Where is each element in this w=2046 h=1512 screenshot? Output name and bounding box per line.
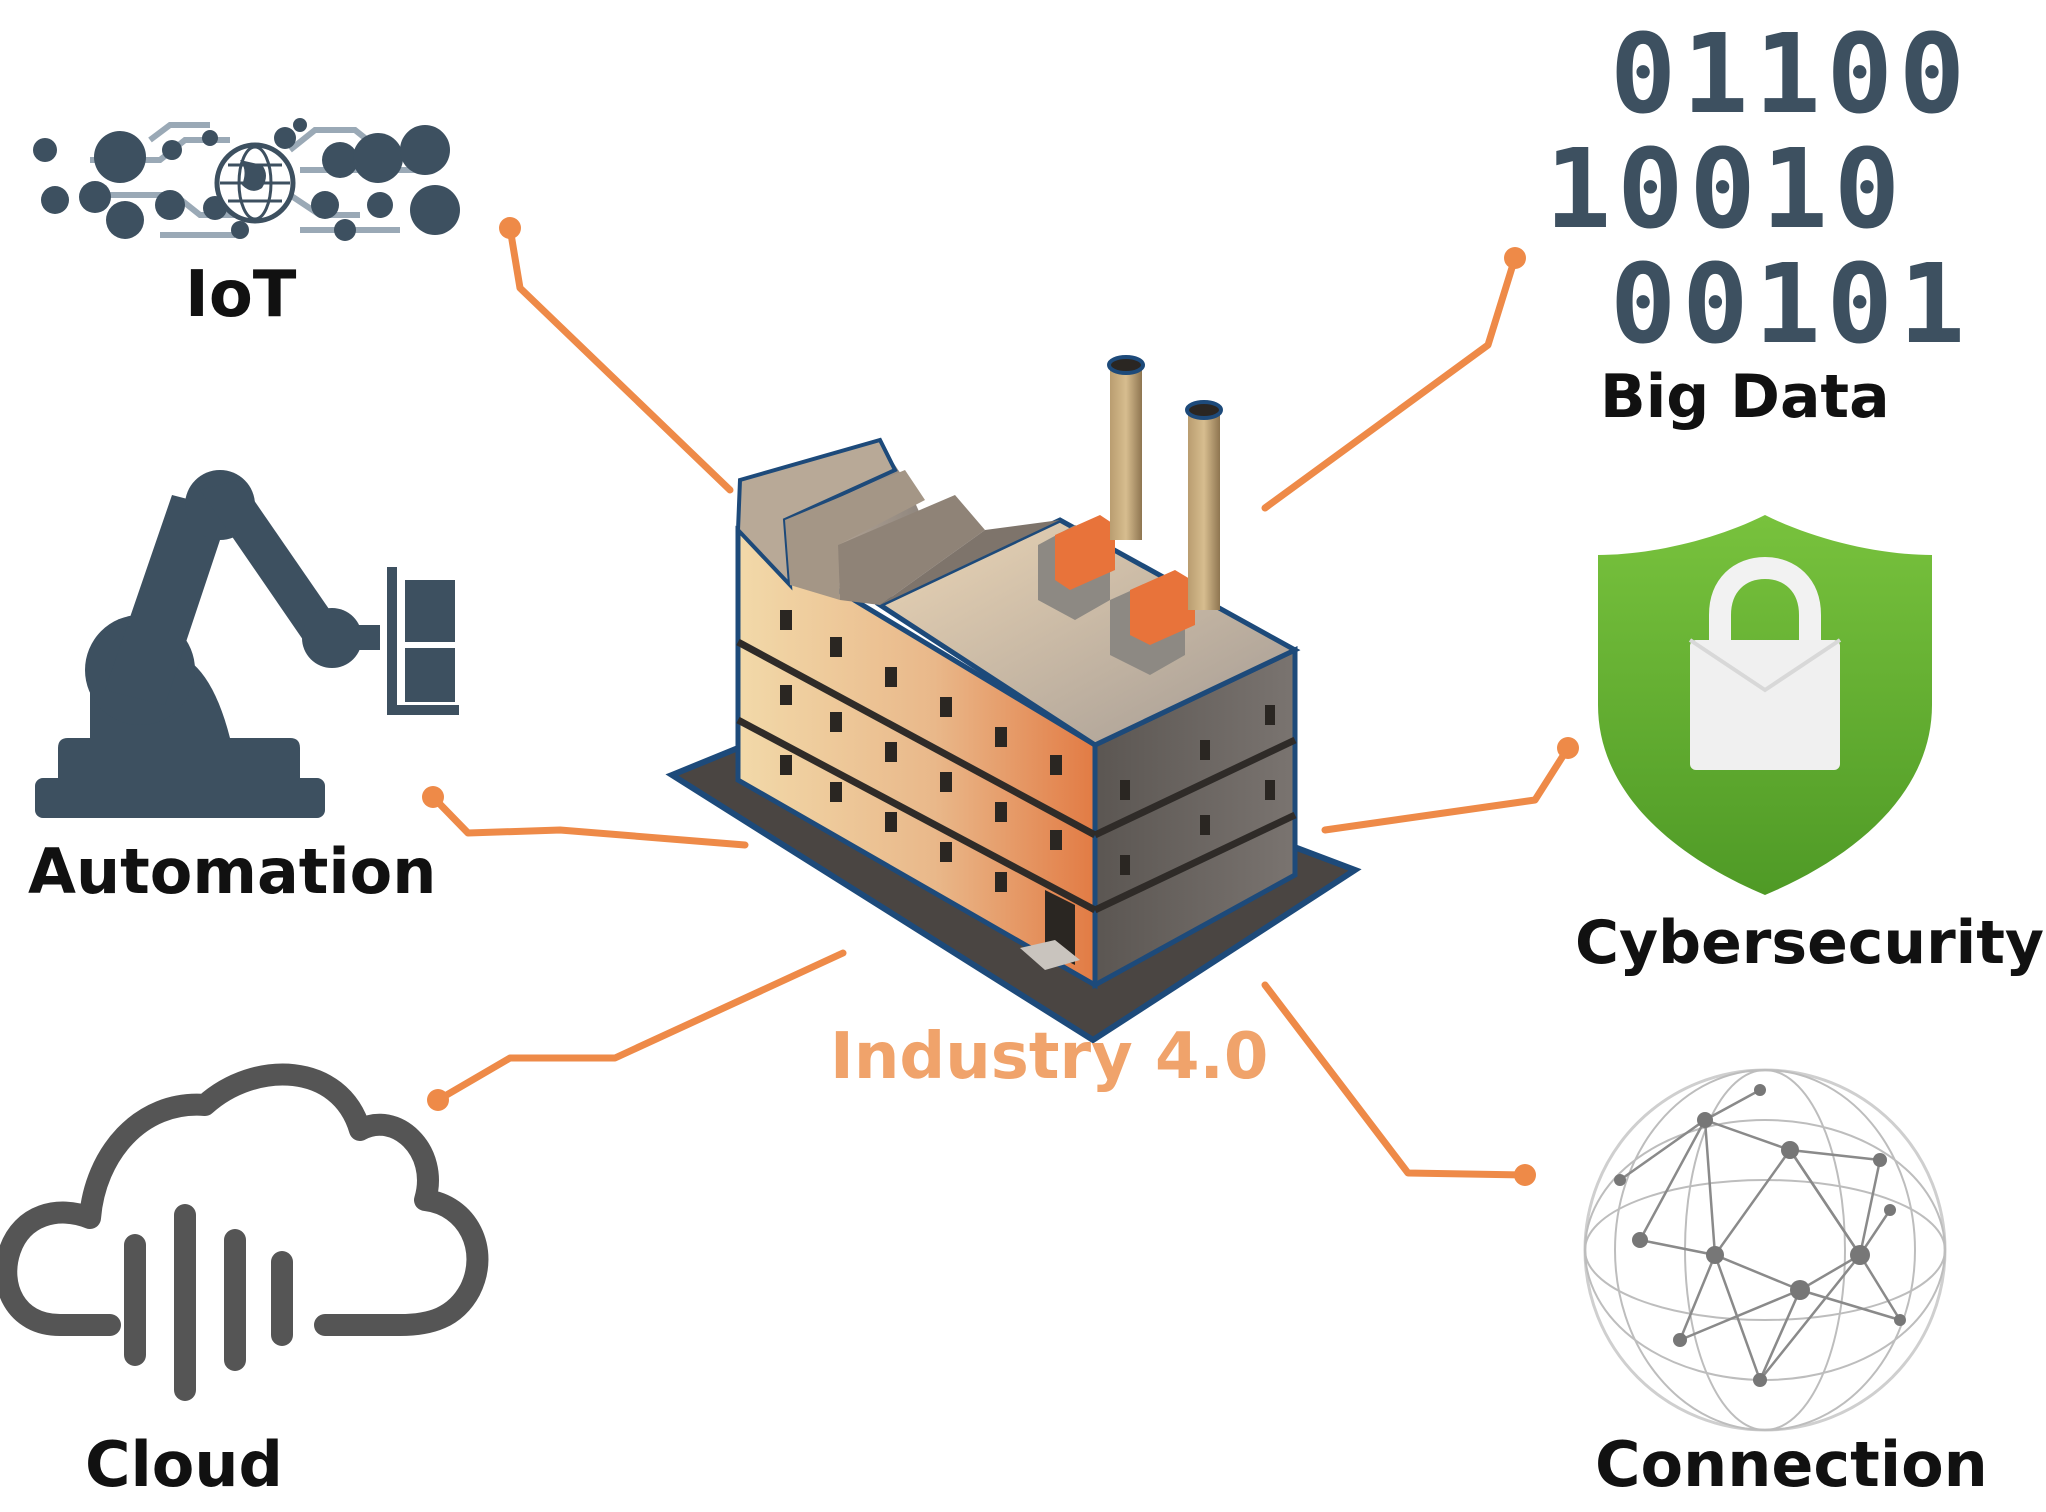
connector-lines <box>429 224 1572 1179</box>
binary-line-3: 00101 <box>1610 240 1972 368</box>
iot-circuit-globe-icon <box>33 118 460 241</box>
connector-iot <box>506 224 734 494</box>
automation-label: Automation <box>28 835 437 908</box>
binary-line-2: 10010 <box>1545 125 1907 253</box>
cloud-label: Cloud <box>85 1428 283 1501</box>
globe-icon <box>214 142 296 224</box>
connector-bigdata <box>1261 254 1519 512</box>
connector-cybersecurity <box>1321 744 1572 834</box>
iot-label: IoT <box>185 258 297 332</box>
robot-arm-icon <box>35 470 459 818</box>
big-data-label: Big Data <box>1600 362 1890 432</box>
cloud-icon <box>0 1063 489 1401</box>
connector-cloud <box>434 949 847 1104</box>
cybersecurity-label: Cybersecurity <box>1575 908 2045 978</box>
shield-lock-icon <box>1598 515 1932 895</box>
connector-connection <box>1261 981 1529 1179</box>
connector-automation <box>429 793 749 849</box>
connection-label: Connection <box>1595 1428 1988 1501</box>
connector-end-dots <box>422 217 1579 1186</box>
binary-line-1: 01100 <box>1610 10 1972 138</box>
industry-title: Industry 4.0 <box>830 1020 1269 1094</box>
globe-network-icon <box>1583 1068 1947 1432</box>
factory-icon <box>665 355 1362 1044</box>
